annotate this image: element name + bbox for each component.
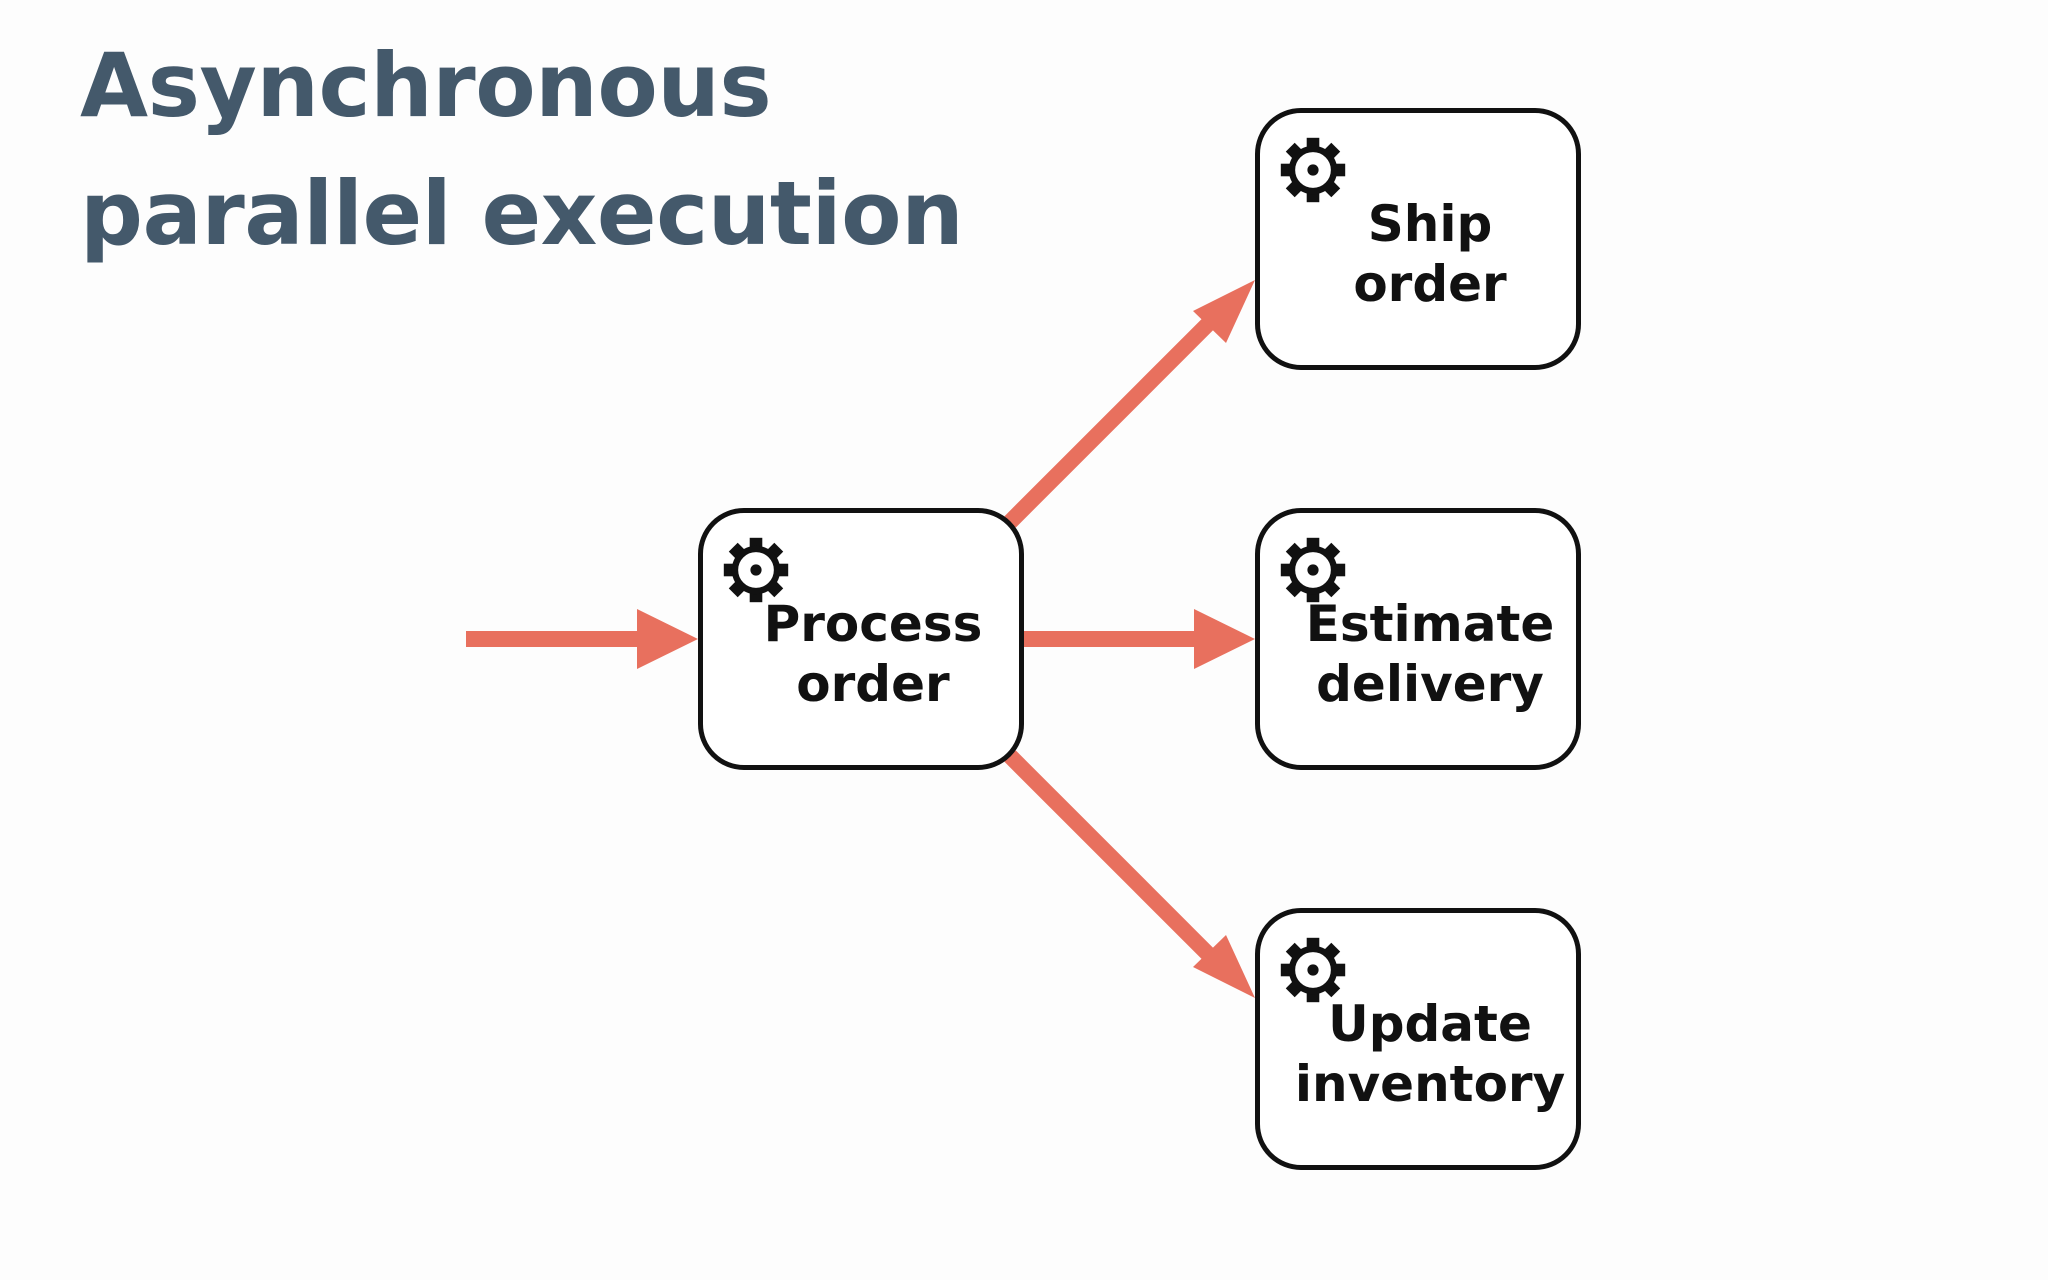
task-process-order[interactable]: Process order [698, 508, 1024, 770]
diagram-title: Asynchronous parallel execution [80, 22, 964, 278]
task-label: Estimate delivery [1305, 595, 1555, 713]
gear-icon [1280, 137, 1346, 203]
title-line-1: Asynchronous [80, 34, 772, 137]
title-line-2: parallel execution [80, 162, 964, 265]
flow-process-to-estimate [1024, 609, 1255, 669]
flow-process-to-update [1004, 750, 1255, 998]
task-update-inventory[interactable]: Update inventory [1255, 908, 1581, 1170]
gear-icon [1280, 937, 1346, 1003]
gear-icon [723, 537, 789, 603]
task-ship-order[interactable]: Ship order [1255, 108, 1581, 370]
flow-process-to-ship [1004, 280, 1255, 528]
task-estimate-delivery[interactable]: Estimate delivery [1255, 508, 1581, 770]
task-label: Process order [763, 595, 983, 713]
flow-start-to-process [466, 609, 698, 669]
task-label: Update inventory [1294, 995, 1566, 1113]
gear-icon [1280, 537, 1346, 603]
task-label: Ship order [1353, 195, 1507, 313]
